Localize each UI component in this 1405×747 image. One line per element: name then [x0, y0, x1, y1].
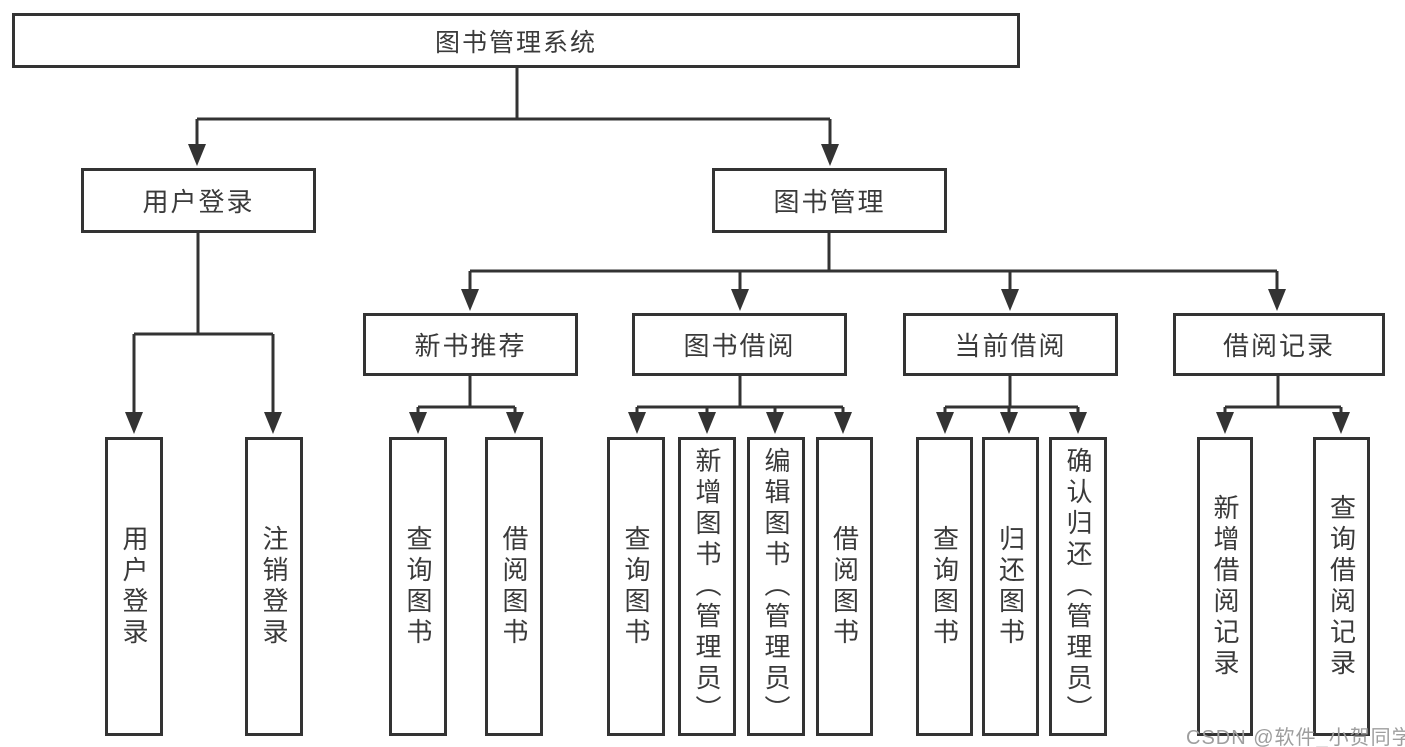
node-root-label: 图书管理系统 — [434, 28, 597, 57]
leaf-logout: 注销登录 — [245, 437, 303, 736]
arrow-down-icon — [1216, 412, 1234, 434]
node-current-borrow-label: 当前借阅 — [954, 331, 1067, 361]
leaf-return-book: 归还图书 — [982, 437, 1039, 736]
leaf-query-borrow-record-label: 查询借阅记录 — [1326, 493, 1357, 680]
arrow-down-icon — [409, 412, 427, 434]
leaf-borrow-books-borrow-label: 借阅图书 — [829, 524, 860, 649]
leaf-query-books-newbooks: 查询图书 — [389, 437, 447, 736]
leaf-logout-label: 注销登录 — [259, 524, 289, 649]
leaf-query-books-borrow-label: 查询图书 — [621, 524, 651, 649]
leaf-borrow-books-borrow: 借阅图书 — [816, 437, 873, 736]
arrow-down-icon — [731, 289, 749, 311]
arrow-down-icon — [1268, 289, 1286, 311]
leaf-add-borrow-record: 新增借阅记录 — [1197, 437, 1253, 736]
watermark: CSDN @软件_小贺同学 — [1186, 727, 1405, 747]
leaf-add-borrow-record-label: 新增借阅记录 — [1210, 493, 1240, 680]
arrow-down-icon — [1001, 289, 1019, 311]
node-book-borrow-label: 图书借阅 — [683, 331, 796, 361]
arrow-down-icon — [506, 412, 524, 434]
arrow-down-icon — [698, 412, 716, 434]
arrow-down-icon — [834, 412, 852, 434]
leaf-borrow-books-newbooks-label: 借阅图书 — [499, 524, 529, 649]
node-book-borrow: 图书借阅 — [632, 313, 847, 376]
arrow-down-icon — [821, 144, 839, 166]
arrow-down-icon — [1069, 412, 1087, 434]
arrow-down-icon — [628, 412, 646, 434]
node-new-book-recommend-label: 新书推荐 — [414, 331, 527, 361]
connector-lines — [132, 68, 1343, 418]
leaf-add-book-admin: 新增图书（管理员） — [678, 437, 736, 736]
leaf-edit-book-admin: 编辑图书（管理员） — [747, 437, 805, 736]
arrow-down-icon — [188, 144, 206, 166]
leaf-user-login-label: 用户登录 — [119, 524, 149, 649]
arrow-down-icon — [1000, 412, 1018, 434]
leaf-query-books-current: 查询图书 — [916, 437, 973, 736]
node-borrow-records-label: 借阅记录 — [1222, 331, 1335, 361]
leaf-confirm-return-admin-label: 确认归还（管理员） — [1063, 447, 1093, 726]
arrow-down-icon — [264, 412, 282, 434]
leaf-edit-book-admin-label: 编辑图书（管理员） — [761, 447, 791, 726]
leaf-query-books-borrow: 查询图书 — [607, 437, 665, 736]
leaf-user-login: 用户登录 — [105, 437, 163, 736]
leaf-return-book-label: 归还图书 — [995, 524, 1026, 649]
node-user-login: 用户登录 — [81, 168, 316, 233]
leaf-query-books-newbooks-label: 查询图书 — [403, 524, 433, 649]
leaf-confirm-return-admin: 确认归还（管理员） — [1049, 437, 1107, 736]
leaf-query-borrow-record: 查询借阅记录 — [1313, 437, 1370, 736]
arrow-down-icon — [1332, 412, 1350, 434]
arrow-down-icon — [461, 289, 479, 311]
leaf-add-book-admin-label: 新增图书（管理员） — [692, 447, 722, 726]
leaf-query-books-current-label: 查询图书 — [929, 524, 960, 649]
arrow-down-icon — [766, 412, 784, 434]
arrowheads — [125, 144, 1350, 434]
node-borrow-records: 借阅记录 — [1173, 313, 1385, 376]
node-user-login-label: 用户登录 — [142, 187, 255, 217]
node-book-management: 图书管理 — [712, 168, 947, 233]
node-current-borrow: 当前借阅 — [903, 313, 1118, 376]
arrow-down-icon — [125, 412, 143, 434]
arrow-down-icon — [936, 412, 954, 434]
leaf-borrow-books-newbooks: 借阅图书 — [485, 437, 543, 736]
node-root: 图书管理系统 — [12, 13, 1020, 68]
node-new-book-recommend: 新书推荐 — [363, 313, 578, 376]
node-book-management-label: 图书管理 — [773, 187, 886, 217]
